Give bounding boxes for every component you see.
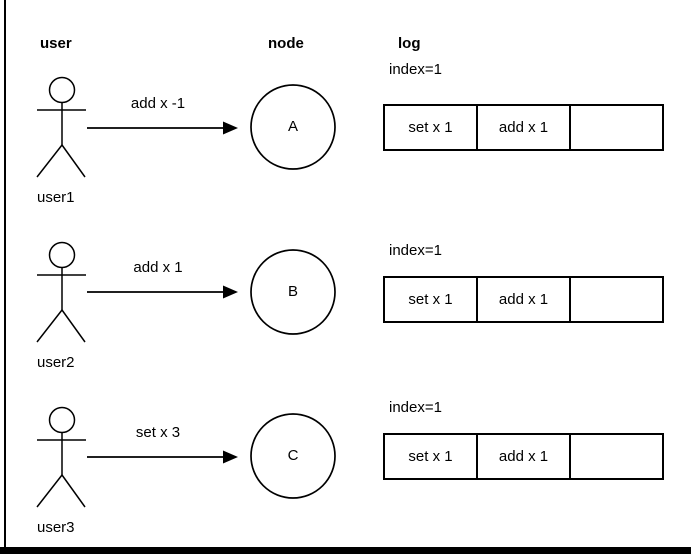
node-label: A <box>287 118 298 135</box>
log-index-label: index=1 <box>389 61 442 78</box>
user-figure-icon <box>36 76 86 178</box>
log-table: set x 1 add x 1 <box>383 276 664 323</box>
log-table: set x 1 add x 1 <box>383 433 664 480</box>
command-label: set x 3 <box>135 424 181 441</box>
command-label: add x -1 <box>130 95 186 112</box>
column-header-user: user <box>40 35 72 52</box>
node-circle <box>250 249 336 335</box>
log-cell: set x 1 <box>408 119 453 136</box>
log-index-label: index=1 <box>389 399 442 416</box>
left-edge-border <box>4 0 6 547</box>
node-label: B <box>287 283 298 300</box>
user-name-label: user1 <box>37 189 75 206</box>
log-cell: add x 1 <box>476 106 569 149</box>
bottom-edge-bar <box>0 547 691 554</box>
command-arrow-icon <box>87 121 238 135</box>
command-label: add x 1 <box>133 259 183 276</box>
log-cell <box>569 435 662 478</box>
log-cell <box>569 106 662 149</box>
command-arrow-icon <box>87 285 238 299</box>
log-cell: add x 1 <box>476 435 569 478</box>
column-header-log: log <box>398 35 421 52</box>
column-header-node: node <box>268 35 304 52</box>
user-figure-icon <box>36 241 86 343</box>
log-cell: set x 1 <box>408 448 453 465</box>
log-cell: add x 1 <box>476 278 569 321</box>
command-arrow-icon <box>87 450 238 464</box>
log-index-label: index=1 <box>389 242 442 259</box>
node-circle <box>250 413 336 499</box>
log-cell: set x 1 <box>408 291 453 308</box>
user-name-label: user3 <box>37 519 75 536</box>
user-name-label: user2 <box>37 354 75 371</box>
node-circle <box>250 84 336 170</box>
log-cell <box>569 278 662 321</box>
node-label: C <box>287 447 299 464</box>
user-figure-icon <box>36 406 86 508</box>
log-table: set x 1 add x 1 <box>383 104 664 151</box>
